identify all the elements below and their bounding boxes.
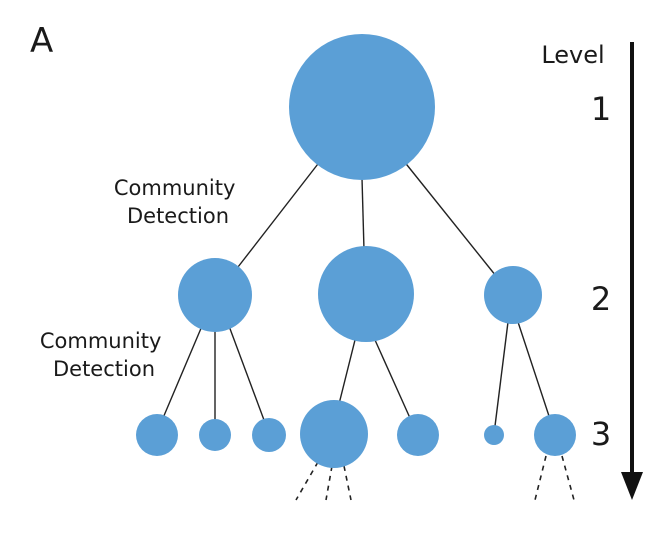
panel-letter: A (30, 21, 53, 61)
edge-root-to-middle (361, 177, 365, 251)
level-number-1: 1 (591, 90, 611, 128)
dashed-edge (295, 461, 319, 501)
edge-left-to-child-1 (162, 325, 203, 419)
node-level-3 (397, 414, 439, 456)
level-number-3: 3 (591, 415, 611, 453)
node-level-2-middle (318, 246, 414, 342)
node-level-2-left (178, 258, 252, 332)
node-level-3 (534, 414, 576, 456)
edges-level-2-3 (162, 321, 550, 427)
node-level-3 (300, 400, 368, 468)
edges-level-1-2 (237, 159, 497, 277)
node-level-3 (484, 425, 504, 445)
edge-middle-to-child-2 (374, 339, 411, 419)
edge-middle-to-child-1 (338, 339, 356, 405)
node-level-3 (199, 419, 231, 451)
edge-root-to-right (402, 159, 497, 277)
node-level-2-right (484, 266, 542, 324)
node-level-3 (136, 414, 178, 456)
dashed-edge (343, 465, 352, 501)
edge-right-to-child-2 (517, 321, 550, 417)
arrow-head (621, 472, 643, 500)
node-level-3 (252, 418, 286, 452)
edge-right-to-child-1 (494, 321, 509, 427)
node-level-1-root (289, 34, 435, 180)
edge-root-to-left (237, 159, 322, 268)
dashed-edge (561, 455, 575, 501)
dashed-edge (325, 465, 333, 501)
edge-left-to-child-3 (228, 325, 265, 421)
annotation-community-detection-upper: Community Detection (114, 176, 242, 228)
dashed-edge (534, 455, 547, 501)
level-number-2: 2 (591, 280, 611, 318)
level-axis-title: Level (541, 41, 604, 69)
nodes (136, 34, 576, 468)
annotation-community-detection-lower: Community Detection (40, 329, 168, 381)
dashed-continuation-edges (295, 455, 575, 501)
level-down-arrow (621, 42, 643, 500)
